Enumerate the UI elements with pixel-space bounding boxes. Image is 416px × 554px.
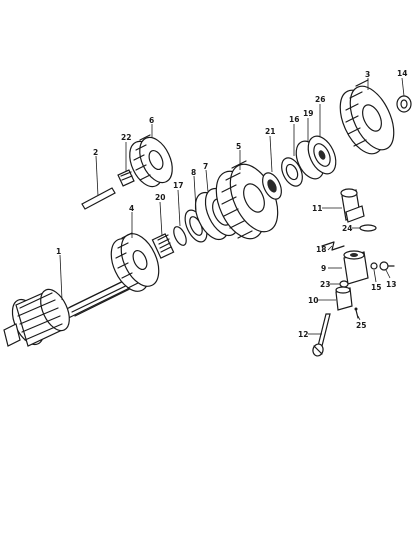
callout-25: 25 — [356, 321, 366, 330]
part-washer-15 — [370, 262, 378, 270]
part-gear-6 — [129, 134, 173, 188]
part-needle-bearing-20 — [151, 233, 175, 259]
callout-14: 14 — [397, 69, 407, 78]
callout-23: 23 — [320, 280, 330, 289]
callout-21: 21 — [265, 127, 275, 136]
part-bearing-21 — [262, 172, 282, 200]
part-pin-2 — [81, 187, 116, 210]
callout-13: 13 — [386, 280, 396, 289]
callout-8: 8 — [191, 168, 196, 177]
callout-5: 5 — [236, 142, 241, 151]
callout-16: 16 — [289, 115, 299, 124]
callout-20: 20 — [155, 193, 165, 202]
callout-6: 6 — [149, 116, 154, 125]
callout-11: 11 — [312, 204, 322, 213]
callout-9: 9 — [321, 264, 326, 273]
callout-3: 3 — [365, 70, 370, 79]
callout-4: 4 — [129, 204, 134, 213]
leader-lines — [59, 77, 405, 335]
part-bushing-23 — [339, 280, 349, 288]
part-gear-10 — [335, 286, 353, 311]
part-pin-25 — [354, 307, 359, 319]
callout-1: 1 — [56, 247, 61, 256]
part-gear-5 — [215, 160, 279, 240]
callout-numbers: 1 2 3 4 5 6 7 8 9 10 11 12 13 14 15 16 1… — [56, 69, 407, 339]
part-ring-17 — [173, 226, 187, 246]
callout-7: 7 — [203, 162, 208, 171]
part-o-ring-24 — [359, 224, 377, 232]
part-nut-14 — [396, 95, 412, 113]
callout-2: 2 — [93, 148, 98, 157]
callout-18: 18 — [316, 245, 326, 254]
callout-22: 22 — [121, 133, 131, 142]
part-ball-bearing-19 — [295, 135, 337, 180]
part-gear-3 — [339, 79, 395, 155]
part-housing-9 — [343, 250, 369, 285]
callout-10: 10 — [308, 296, 318, 305]
part-shaft-12 — [312, 313, 331, 357]
part-gear-4 — [110, 232, 160, 292]
part-bolt-13 — [379, 261, 395, 271]
part-sleeve-11 — [340, 188, 365, 223]
part-clip-18 — [321, 241, 345, 251]
callout-19: 19 — [303, 109, 313, 118]
callout-15: 15 — [371, 283, 381, 292]
part-needle-bearing-22 — [117, 169, 135, 187]
callout-17: 17 — [173, 181, 183, 190]
callout-24: 24 — [342, 224, 352, 233]
callout-12: 12 — [298, 330, 308, 339]
callout-26: 26 — [315, 95, 325, 104]
